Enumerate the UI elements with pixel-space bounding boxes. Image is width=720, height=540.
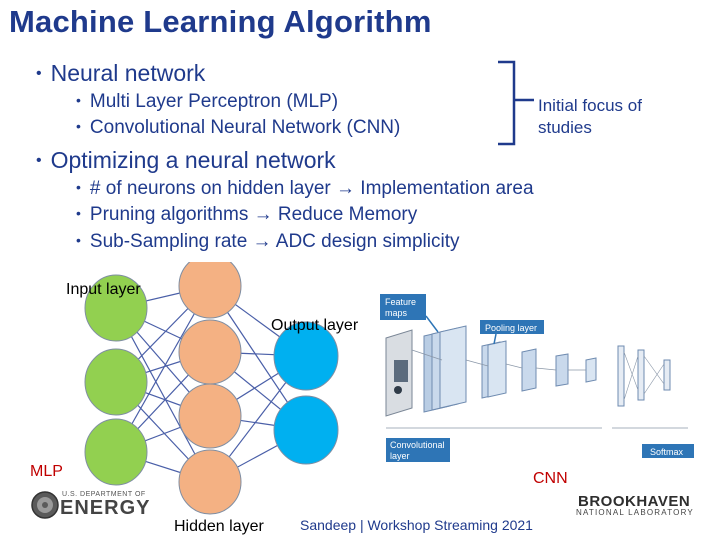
input-layer-label: Input layer <box>66 281 141 298</box>
hidden-neuron-4 <box>178 449 242 515</box>
output-neuron-2 <box>273 395 339 465</box>
side-note: Initial focus of studies <box>538 96 642 137</box>
bullet-text: Optimizing a neural network <box>50 147 336 173</box>
mlp-caption: MLP <box>30 463 63 480</box>
doe-logo-text: ENERGY <box>60 497 151 519</box>
bullet-dot: • <box>76 92 81 108</box>
callout-softmax: Softmax <box>642 444 694 458</box>
slide-title: Machine Learning Algorithm <box>9 4 432 39</box>
sub-bullet-neurons: • # of neurons on hidden layer → Implemen… <box>76 178 534 200</box>
svg-text:layer: layer <box>390 451 410 461</box>
sub-bullet-pruning: • Pruning algorithms → Reduce Memory <box>76 204 417 226</box>
bullet-dot: • <box>76 179 81 195</box>
hidden-neuron-3 <box>178 383 242 449</box>
sub-bullet-subsampling: • Sub-Sampling rate → ADC design simplici… <box>76 231 460 253</box>
brookhaven-subtitle: NATIONAL LABORATORY <box>576 508 694 517</box>
bullet-text: Multi Layer Perceptron (MLP) <box>89 91 339 112</box>
sub-bullet-mlp: • Multi Layer Perceptron (MLP) <box>76 91 338 113</box>
hidden-layer-label: Hidden layer <box>174 518 264 535</box>
bullet-dot: • <box>76 118 81 134</box>
bullet-neural-network: • Neural network <box>36 60 205 87</box>
svg-text:Convolutional: Convolutional <box>390 440 445 450</box>
bullet-dot: • <box>36 65 42 82</box>
cnn-input-image <box>385 329 413 417</box>
doe-seal-icon <box>31 491 59 519</box>
callout-convolutional-layer: Convolutional layer <box>386 438 450 462</box>
bullet-dot: • <box>76 232 81 248</box>
footer-credit: Sandeep | Workshop Streaming 2021 <box>300 517 533 533</box>
output-layer-label: Output layer <box>271 317 359 334</box>
svg-text:maps: maps <box>385 308 408 318</box>
input-neuron-3 <box>84 418 148 486</box>
bracket-icon <box>498 60 534 146</box>
hidden-neuron-1 <box>178 262 242 319</box>
brookhaven-logo: BROOKHAVEN <box>578 493 691 510</box>
bullet-dot: • <box>36 152 42 169</box>
callout-feature-maps: Feature maps <box>380 294 439 333</box>
cnn-caption: CNN <box>533 470 568 487</box>
hidden-neuron-2 <box>178 319 242 385</box>
input-neuron-1 <box>84 274 148 342</box>
doe-logo-small: U.S. DEPARTMENT OF <box>62 491 146 498</box>
bullet-optimizing: • Optimizing a neural network <box>36 147 336 174</box>
sub-bullet-cnn: • Convolutional Neural Network (CNN) <box>76 117 400 139</box>
svg-text:Feature: Feature <box>385 297 416 307</box>
cnn-fully-connected <box>617 345 671 407</box>
bullet-dot: • <box>76 205 81 221</box>
bullet-text: Neural network <box>50 60 206 86</box>
cnn-conv-layers <box>411 325 597 413</box>
output-neuron-1 <box>273 321 339 391</box>
mlp-diagram <box>84 262 339 515</box>
bullet-text: Sub-Sampling rate → ADC design simplicit… <box>89 231 460 252</box>
cnn-diagram: Feature maps Pooling layer Convolutional… <box>372 290 702 462</box>
callout-pooling-layer: Pooling layer <box>480 320 544 345</box>
bullet-text: Pruning algorithms → Reduce Memory <box>89 204 418 225</box>
bullet-text: # of neurons on hidden layer → Implement… <box>89 178 534 199</box>
svg-text:Softmax: Softmax <box>650 447 684 457</box>
bullet-text: Convolutional Neural Network (CNN) <box>89 117 401 138</box>
svg-text:Pooling layer: Pooling layer <box>485 323 537 333</box>
mlp-neurons <box>84 262 339 515</box>
input-neuron-2 <box>84 348 148 416</box>
